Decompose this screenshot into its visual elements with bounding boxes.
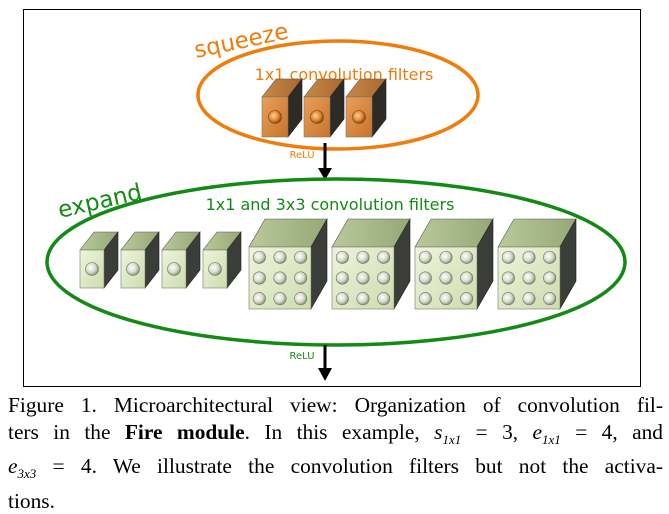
- var-e3: e: [8, 454, 18, 478]
- squeeze-filter-1x1: [304, 79, 344, 137]
- squeeze-filter-1x1: [346, 79, 386, 137]
- caption-text: We illustrate the convolution filters bu…: [97, 454, 663, 478]
- var-e3-value: = 4.: [36, 454, 97, 478]
- expand-subtitle: 1x1 and 3x3 convolution filters: [206, 195, 455, 214]
- fire-module-diagram: squeeze 1x1 convolution filters ReLU exp…: [0, 0, 669, 390]
- squeeze-filters: [262, 79, 386, 137]
- expand-title: expand: [56, 179, 145, 224]
- fire-module-term: Fire module: [125, 420, 245, 444]
- output-arrow: [318, 345, 332, 381]
- caption-line-4: tions.: [8, 488, 663, 514]
- caption-line-3: e3x3 = 4. We illustrate the convolution …: [8, 453, 663, 488]
- squeeze-relu-label: ReLU: [289, 150, 314, 161]
- var-e1-value: = 4, and: [561, 420, 663, 444]
- caption-text: . In this example,: [245, 420, 434, 444]
- caption-line-2: ters in the Fire module. In this example…: [8, 419, 663, 454]
- expand-filters: [80, 219, 576, 309]
- expand-filter-1x1: [80, 232, 118, 288]
- caption-text: ters in the: [8, 420, 125, 444]
- var-e1-sub: 1x1: [542, 432, 561, 447]
- var-e3-sub: 3x3: [18, 466, 37, 481]
- expand-filter-3x3: [415, 219, 493, 309]
- var-e1: e: [533, 420, 543, 444]
- expand-relu-label: ReLU: [289, 351, 314, 362]
- expand-filter-3x3: [249, 219, 327, 309]
- expand-filter-1x1: [121, 232, 159, 288]
- caption-line-1: Figure 1. Microarchitectural view: Organ…: [8, 392, 663, 419]
- var-s-sub: 1x1: [442, 432, 461, 447]
- var-s-value: = 3,: [461, 420, 532, 444]
- squeeze-filter-1x1: [262, 79, 302, 137]
- expand-filter-3x3: [498, 219, 576, 309]
- expand-filter-1x1: [203, 232, 241, 288]
- expand-filter-3x3: [332, 219, 410, 309]
- figure-caption: Figure 1. Microarchitectural view: Organ…: [8, 392, 663, 514]
- expand-filter-1x1: [162, 232, 200, 288]
